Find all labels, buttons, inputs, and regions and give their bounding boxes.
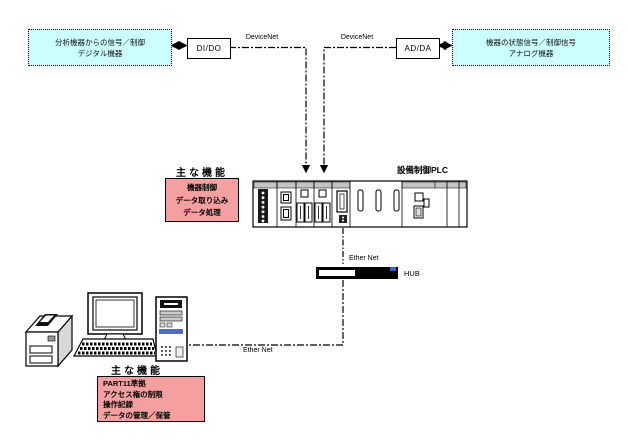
pc-functions-box: PART11準拠 アクセス権の制限 操作記録 データの管理／保管: [97, 376, 205, 422]
keyboard-icon: [73, 338, 158, 357]
hub-indicator: [390, 267, 396, 271]
plc-end-module: [413, 192, 430, 219]
plc-connector-module: [280, 191, 292, 221]
plc-function-item: 機器制御: [187, 183, 217, 192]
analog-device-line2: アナログ機器: [508, 48, 554, 58]
ethernet-line-hub-to-pc: [189, 280, 344, 346]
plc-function-item: データ取り込み: [175, 195, 229, 205]
devicenet-right-label: DeviceNet: [340, 34, 374, 41]
devicenet-line-left: [229, 46, 311, 174]
hub-label: HUB: [404, 269, 420, 278]
plc-functions-box: 機器制御 データ取り込み データ処理: [165, 178, 239, 222]
pc-functions-heading: 主な機能: [111, 366, 163, 377]
pc-function-item: 操作記録: [103, 400, 133, 409]
plc-function-item: データ処理: [183, 208, 221, 217]
plc-io-module-2: [314, 189, 331, 223]
plc-io-module-1: [296, 189, 313, 223]
tower-pc-icon: [155, 296, 188, 362]
di-do-label: DI/DO: [196, 44, 222, 53]
plc-functions-heading: 主な機能: [176, 168, 228, 179]
devicenet-line-right: [319, 46, 396, 174]
plc-label: 設備制御PLC: [397, 165, 449, 175]
plc-vent-slots: [357, 189, 400, 212]
plc-terminal-strip: [258, 189, 268, 223]
devicenet-left-label: DeviceNet: [245, 34, 279, 41]
analog-device-box: 機器の状態信号／制御信号 アナログ機器: [452, 29, 610, 66]
digital-device-box: 分析機器からの信号／制御 デジタル機器: [28, 29, 172, 66]
plc-ethernet-module: [336, 190, 348, 223]
di-do-box: DI/DO: [187, 38, 231, 59]
printer-icon: [24, 314, 74, 368]
ad-da-label: AD/DA: [404, 44, 432, 53]
digital-device-line1: 分析機器からの信号／制御: [55, 37, 145, 47]
pc-function-item: アクセス権の制限: [103, 389, 163, 399]
monitor-icon: [87, 292, 143, 345]
analog-device-line1: 機器の状態信号／制御信号: [486, 37, 576, 47]
ethernet-upper-label: Ether Net: [349, 255, 379, 262]
pc-function-item: PART11準拠: [103, 379, 146, 388]
pc-function-item: データの管理／保管: [103, 410, 171, 420]
ethernet-lower-label: Ether Net: [243, 347, 273, 354]
ad-da-box: AD/DA: [396, 38, 440, 59]
digital-device-line2: デジタル機器: [77, 48, 123, 58]
tower-vent-grid: [161, 346, 171, 356]
plc-rack-graphic: [252, 180, 468, 228]
tower-accent-stripe: [159, 329, 183, 334]
hub-graphic: [316, 267, 398, 279]
plc-module-dividers: [276, 181, 460, 227]
